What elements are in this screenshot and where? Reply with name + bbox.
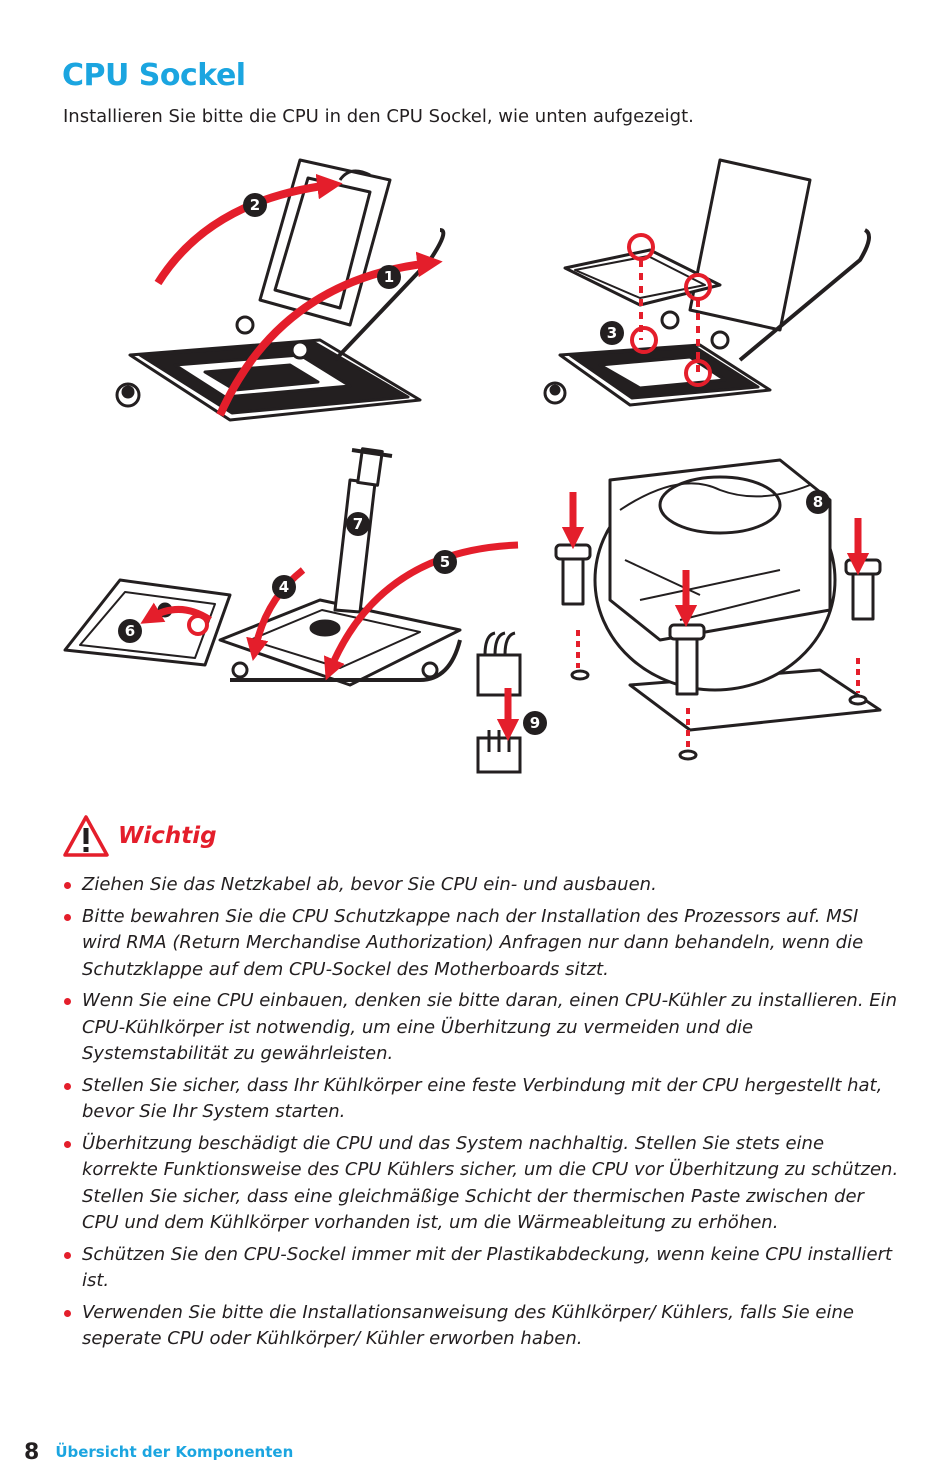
bullet-dot — [64, 1309, 71, 1317]
important-notice: Wichtig — [62, 814, 462, 858]
step-badge-8: 8 — [806, 490, 830, 514]
warning-list-item: Bitte bewahren Sie die CPU Schutzkappe n… — [62, 904, 902, 984]
intro-text: Installieren Sie bitte die CPU in den CP… — [63, 106, 694, 127]
bullet-dot — [64, 1082, 71, 1090]
step-badge-9: 9 — [523, 711, 547, 735]
warning-list-item: Verwenden Sie bitte die Installationsanw… — [62, 1300, 902, 1353]
cpu-installation-illustration — [63, 158, 882, 774]
footer-section-label: Übersicht der Komponenten — [55, 1443, 294, 1461]
bullet-dot — [64, 1251, 71, 1259]
warning-list-item: Stellen Sie sicher, dass Ihr Kühlkörper … — [62, 1073, 902, 1126]
step-badge-4: 4 — [272, 575, 296, 599]
page-footer: 8 Übersicht der Komponenten — [24, 1438, 293, 1466]
cpu-cooler-figure — [554, 458, 882, 761]
page-number: 8 — [24, 1439, 40, 1465]
bullet-dot — [64, 882, 71, 889]
warning-heading: Wichtig — [118, 823, 217, 849]
bullet-dot — [64, 998, 71, 1005]
step-badge-2: 2 — [243, 193, 267, 217]
step-badge-6: 6 — [118, 619, 142, 643]
step-2-arrow — [154, 173, 343, 286]
alignment-markers — [627, 233, 712, 387]
warning-list-item: Überhitzung beschädigt die CPU und das S… — [62, 1131, 902, 1237]
warning-list: Ziehen Sie das Netzkabel ab, bevor Sie C… — [62, 872, 902, 1358]
step-badge-1: 1 — [377, 265, 401, 289]
step-5-arrow — [323, 541, 519, 681]
step-badge-5: 5 — [433, 550, 457, 574]
warning-list-item: Wenn Sie eine CPU einbauen, denken sie b… — [62, 988, 902, 1068]
fan-connector-figure — [476, 631, 522, 774]
socket-open-figure — [115, 158, 446, 422]
thermal-paste-figure — [63, 447, 462, 687]
warning-triangle-icon — [63, 815, 109, 857]
bullet-dot — [64, 1140, 71, 1148]
bullet-dot — [64, 913, 71, 921]
step-4-arrow — [246, 567, 306, 661]
page-title: CPU Sockel — [62, 58, 246, 93]
warning-list-item: Ziehen Sie das Netzkabel ab, bevor Sie C… — [62, 872, 902, 899]
step-badge-3: 3 — [600, 321, 624, 345]
step-badge-7: 7 — [346, 512, 370, 536]
cooler-push-markers — [561, 492, 870, 748]
warning-list-item: Schützen Sie den CPU-Sockel immer mit de… — [62, 1242, 902, 1295]
